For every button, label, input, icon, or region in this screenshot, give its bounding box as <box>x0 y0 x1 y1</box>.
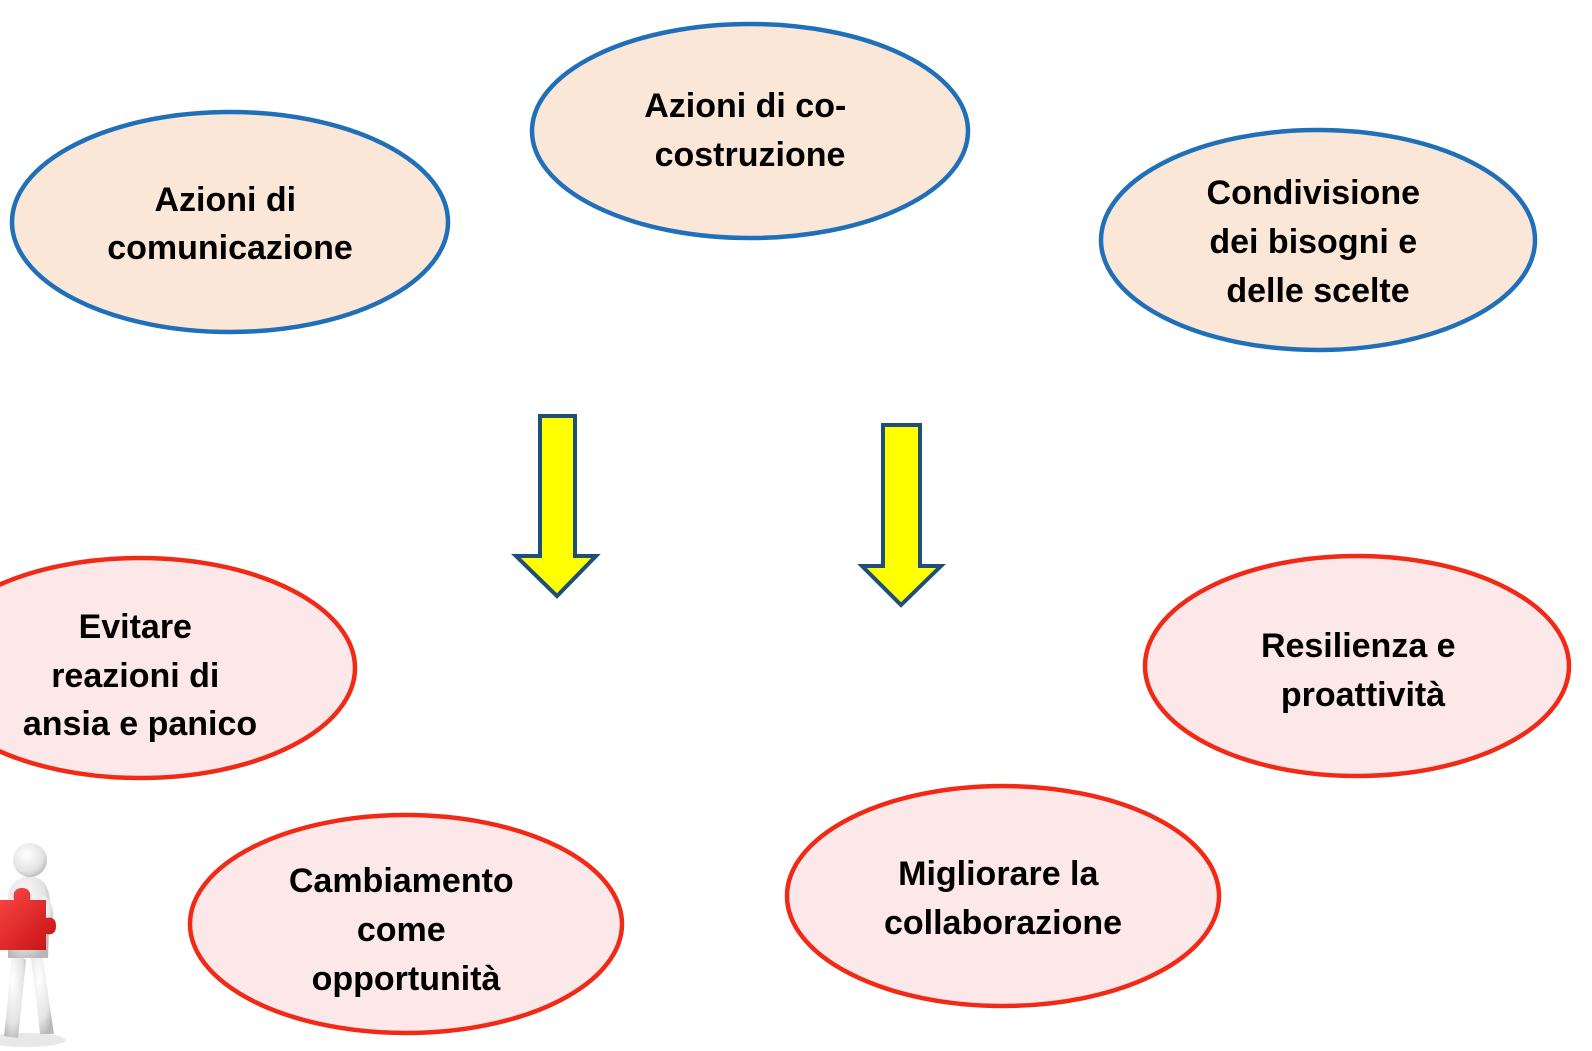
outcome-label-line: come <box>357 911 446 949</box>
svg-text:Azioni di comunicazione: Azioni di comunicazione <box>107 181 353 267</box>
svg-text:Migliorare la collaboraz: Migliorare la collaborazione <box>884 855 1122 942</box>
svg-text:Cambiamento come o: Cambiamento come opportunità <box>289 862 523 998</box>
outcome-label-line: opportunità <box>312 960 501 998</box>
action-label-line: delle scelte <box>1226 272 1409 310</box>
outcome-node-evitare: Evitare reazioni di ansia e panico <box>0 555 358 781</box>
outcome-label-line: reazioni di <box>51 657 219 695</box>
outcome-label-line: proattività <box>1281 676 1445 714</box>
outcome-ellipse-migliorare <box>784 783 1222 1009</box>
outcome-label-line: Migliorare la <box>898 855 1099 893</box>
outcome-node-cambiamento: Cambiamento come opportunità <box>187 812 625 1036</box>
action-label-line: dei bisogni e <box>1209 223 1417 261</box>
outcome-ellipse-cambiamento <box>187 812 625 1036</box>
svg-text:Evitare reazioni di: Evitare reazioni di ansia e panico <box>23 608 257 743</box>
action-node-co-costruzione: Azioni di co- costruzione <box>529 21 971 241</box>
action-node-condivisione: Condivisione dei bisogni e delle scelte <box>1098 127 1538 353</box>
action-ellipse-co-costruzione <box>529 21 971 241</box>
outcome-node-migliorare: Migliorare la collaborazione <box>784 783 1222 1009</box>
outcome-label-line: Resilienza e <box>1261 627 1456 665</box>
outcome-label-line: collaborazione <box>884 904 1122 942</box>
outcome-label-line: ansia e panico <box>23 705 257 743</box>
action-label-line: Azioni di <box>154 181 296 219</box>
outcome-node-resilienza: Resilienza e proattività <box>1142 553 1572 779</box>
action-ellipse-condivisione <box>1098 127 1538 353</box>
svg-text:Resilienza e proattività: Resilienza e proattività <box>1261 627 1465 714</box>
down-arrow-left <box>511 414 601 599</box>
action-node-comunicazione: Azioni di comunicazione <box>9 109 451 335</box>
outcome-ellipse-resilienza <box>1142 553 1572 779</box>
outcome-label-line: Cambiamento <box>289 862 514 900</box>
outcome-ellipse-evitare <box>0 555 358 781</box>
action-label-line: comunicazione <box>107 229 353 267</box>
action-label-line: Azioni di co- <box>644 87 846 125</box>
outcome-label-line: Evitare <box>79 608 192 646</box>
action-label-line: costruzione <box>655 136 846 174</box>
svg-text:Azioni di co- costruzion: Azioni di co- costruzione <box>644 87 856 174</box>
down-arrow-right <box>857 423 946 608</box>
svg-text:Condivisione dei bisogni: Condivisione dei bisogni e delle scelte <box>1207 174 1430 310</box>
action-ellipse-comunicazione <box>9 109 451 335</box>
person-holding-puzzle-piece-icon <box>0 843 66 1047</box>
action-label-line: Condivisione <box>1207 174 1420 212</box>
